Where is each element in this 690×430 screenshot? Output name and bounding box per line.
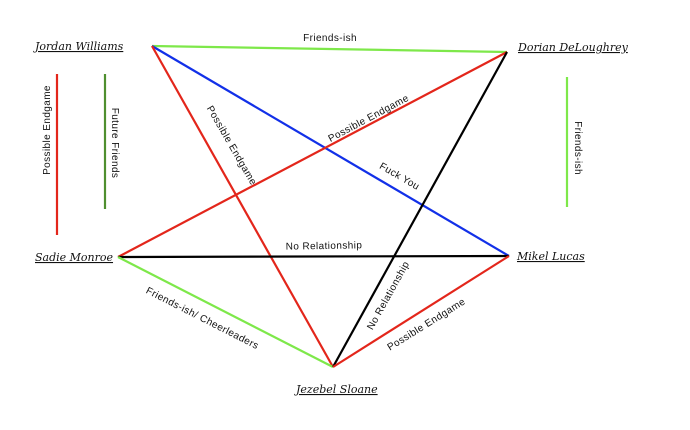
edge-jordan-jezebel <box>151 45 334 368</box>
label-dorian-mikel: Friends-ish <box>572 121 583 175</box>
label-jordan-dorian: Friends-ish <box>303 33 357 44</box>
edge-jezebel-mikel <box>332 255 510 368</box>
edge-jordan-dorian <box>151 44 508 54</box>
edge-sadie-dorian <box>117 51 508 258</box>
label-jordan-sadie-friends: Future Friends <box>109 108 120 179</box>
edge-sadie-jezebel <box>117 256 334 368</box>
edge-jezebel-dorian <box>332 51 508 368</box>
label-jordan-sadie-endgame: Possible Endgame <box>42 85 53 175</box>
node-jordan-williams: Jordan Williams <box>33 40 124 53</box>
node-sadie-monroe: Sadie Monroe <box>35 251 114 264</box>
label-sadie-mikel: No Relationship <box>286 240 363 252</box>
edge-jordan-mikel <box>151 45 510 257</box>
node-jezebel-sloane: Jezebel Sloane <box>294 383 378 396</box>
label-sadie-dorian: Possible Endgame <box>327 93 411 145</box>
label-sadie-jezebel: Friends-ish/ Cheerleaders <box>144 285 260 352</box>
edge-sadie-mikel <box>117 254 510 259</box>
label-jordan-jezebel: Possible Endgame <box>204 104 258 187</box>
node-dorian-deloughrey: Dorian DeLoughrey <box>517 41 629 54</box>
node-mikel-lucas: Mikel Lucas <box>516 250 585 263</box>
label-jordan-mikel: Fuck You <box>377 161 421 193</box>
